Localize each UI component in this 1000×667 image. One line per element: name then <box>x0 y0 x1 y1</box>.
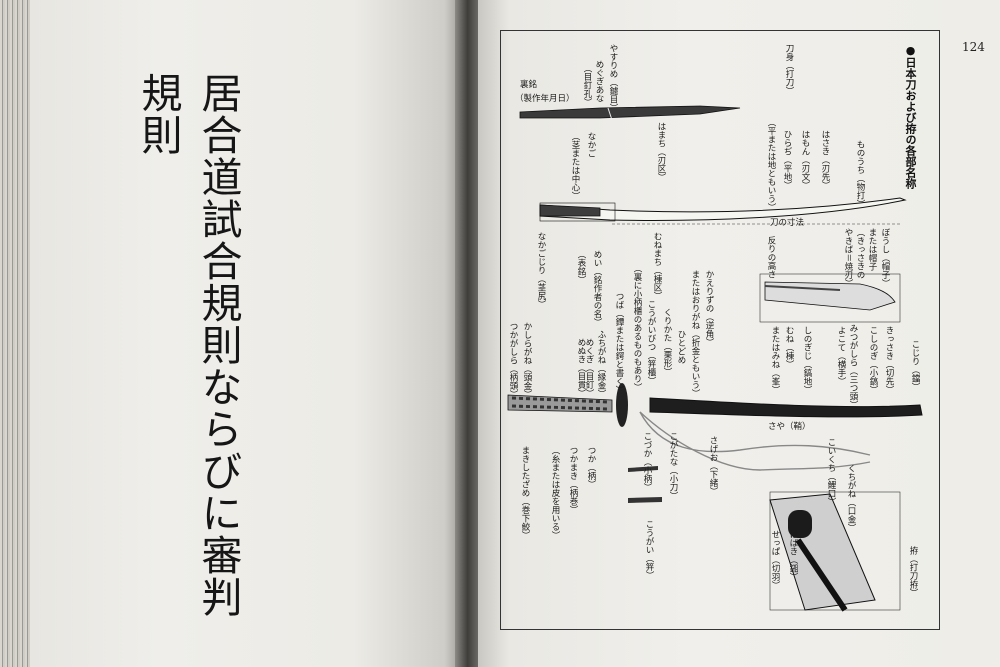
label-megugiana-sub: （目釘孔） <box>582 64 592 107</box>
label-tsuka: つか（柄） <box>586 446 596 489</box>
label-kojiri: こじり（鐺） <box>910 340 920 391</box>
diagram-frame <box>500 30 940 630</box>
label-kozuka: こづか（小柄） <box>642 432 652 492</box>
label-yasurime: やすりめ（鑢目） <box>608 44 618 112</box>
label-kurikata: くりかた（栗形） <box>662 308 672 376</box>
label-koshirae: 拵（打刀拵） <box>908 546 918 597</box>
label-yakiba-sub: やきば＝焼刃） <box>843 228 853 288</box>
label-kashiragane: かしらがね（頭金） <box>522 322 532 399</box>
label-mune-sub: またはみね（峯） <box>770 326 780 394</box>
label-munemachi: むねまち（棟区） <box>652 232 662 300</box>
label-nakago: なかご <box>586 132 596 158</box>
label-boshi: ぼうし（帽子） <box>880 228 890 288</box>
label-koshinogi: こしのぎ（小鎬） <box>868 326 878 394</box>
label-kaerizuno-sub: またはおりがね（折金ともいう） <box>690 270 700 398</box>
label-hiraji-sub: （平または地ともいう） <box>766 118 776 212</box>
label-saya: さや（鞘） <box>768 422 811 432</box>
label-katana-sunpo: 刀の寸法 <box>770 218 805 228</box>
label-mitsugashira: みつがしら（三つ頭） <box>848 324 858 409</box>
label-mune: むね（棟） <box>784 326 794 369</box>
label-hamachi: はまち（刃区） <box>656 122 666 182</box>
label-kissaki-sub: （きっさきの <box>855 228 865 279</box>
label-tsukamaki-sub: （糸または皮を用いる） <box>550 446 560 540</box>
label-kuchigane: くちがね（口金） <box>846 464 856 532</box>
label-hasaki: はさき（刃先） <box>820 130 830 190</box>
label-tsukamaki: つかまき（柄巻） <box>568 446 578 514</box>
label-mekugi: めくぎ（目釘） <box>584 338 594 398</box>
section-title: ●日本刀および拵の各部名称 <box>904 44 917 189</box>
label-omotemei: （表銘） <box>576 250 586 284</box>
label-nakagojiri: なかごじり（茎尻） <box>536 232 546 309</box>
label-hiraji: ひらぢ（平地） <box>782 130 792 190</box>
label-megugiana: めぐぎあな <box>594 60 604 103</box>
label-koiguchi: こいくち（鯉口） <box>826 438 836 506</box>
label-menuki: めぬき（目貫） <box>576 338 586 398</box>
label-tsuba: つば（鐔または鍔と書く） <box>614 292 624 394</box>
label-kogaibitsu: こうがいびつ（笄櫃） <box>646 300 656 385</box>
label-habaki: はばき（鎺） <box>788 530 798 581</box>
label-nakago-sub: （茎または中心） <box>570 132 580 200</box>
label-shinogiji: しのぎじ（鎬地） <box>802 326 812 394</box>
label-kissaki: きっさき（切先） <box>884 326 894 394</box>
left-page <box>30 0 462 667</box>
label-uramei: 裏銘 <box>520 80 538 90</box>
label-hitodome: ひとどめ <box>676 330 686 364</box>
page-number: 124 <box>962 40 985 54</box>
label-seppa: せっぱ（切羽） <box>770 530 780 590</box>
label-toshin: 刀身（打刀） <box>784 44 794 95</box>
label-kogai: こうがい（笄） <box>644 520 654 580</box>
label-kogaibitsu-sub: （裏に小柄櫃のあるものもあり） <box>632 264 642 392</box>
label-seisaku: （製作年月日） <box>515 94 575 104</box>
label-sageo: さげお（下緒） <box>708 436 718 496</box>
label-mei: めい（銘作者の名） <box>592 250 602 327</box>
label-monouchi: ものうち（物打） <box>855 140 865 208</box>
label-yokote: よこて（横手） <box>836 326 846 386</box>
label-hamon: はもん（刃文） <box>800 130 810 190</box>
label-kogatana: こがたな（小刀） <box>668 432 678 500</box>
label-sori: 反りの高さ <box>766 236 776 279</box>
label-tsukagashira: つかがしら（柄頭） <box>508 322 518 399</box>
label-boshi-sub: または帽子 <box>867 228 877 271</box>
label-kaerizuno: かえりずの（逆角） <box>704 270 714 347</box>
label-makishitazame: まきしたざめ（巻下鮫） <box>520 446 530 540</box>
page-title: 居合道試合規則ならびに審判規則 <box>134 72 242 618</box>
label-fuchigane: ふちがね（縁金） <box>596 330 606 398</box>
